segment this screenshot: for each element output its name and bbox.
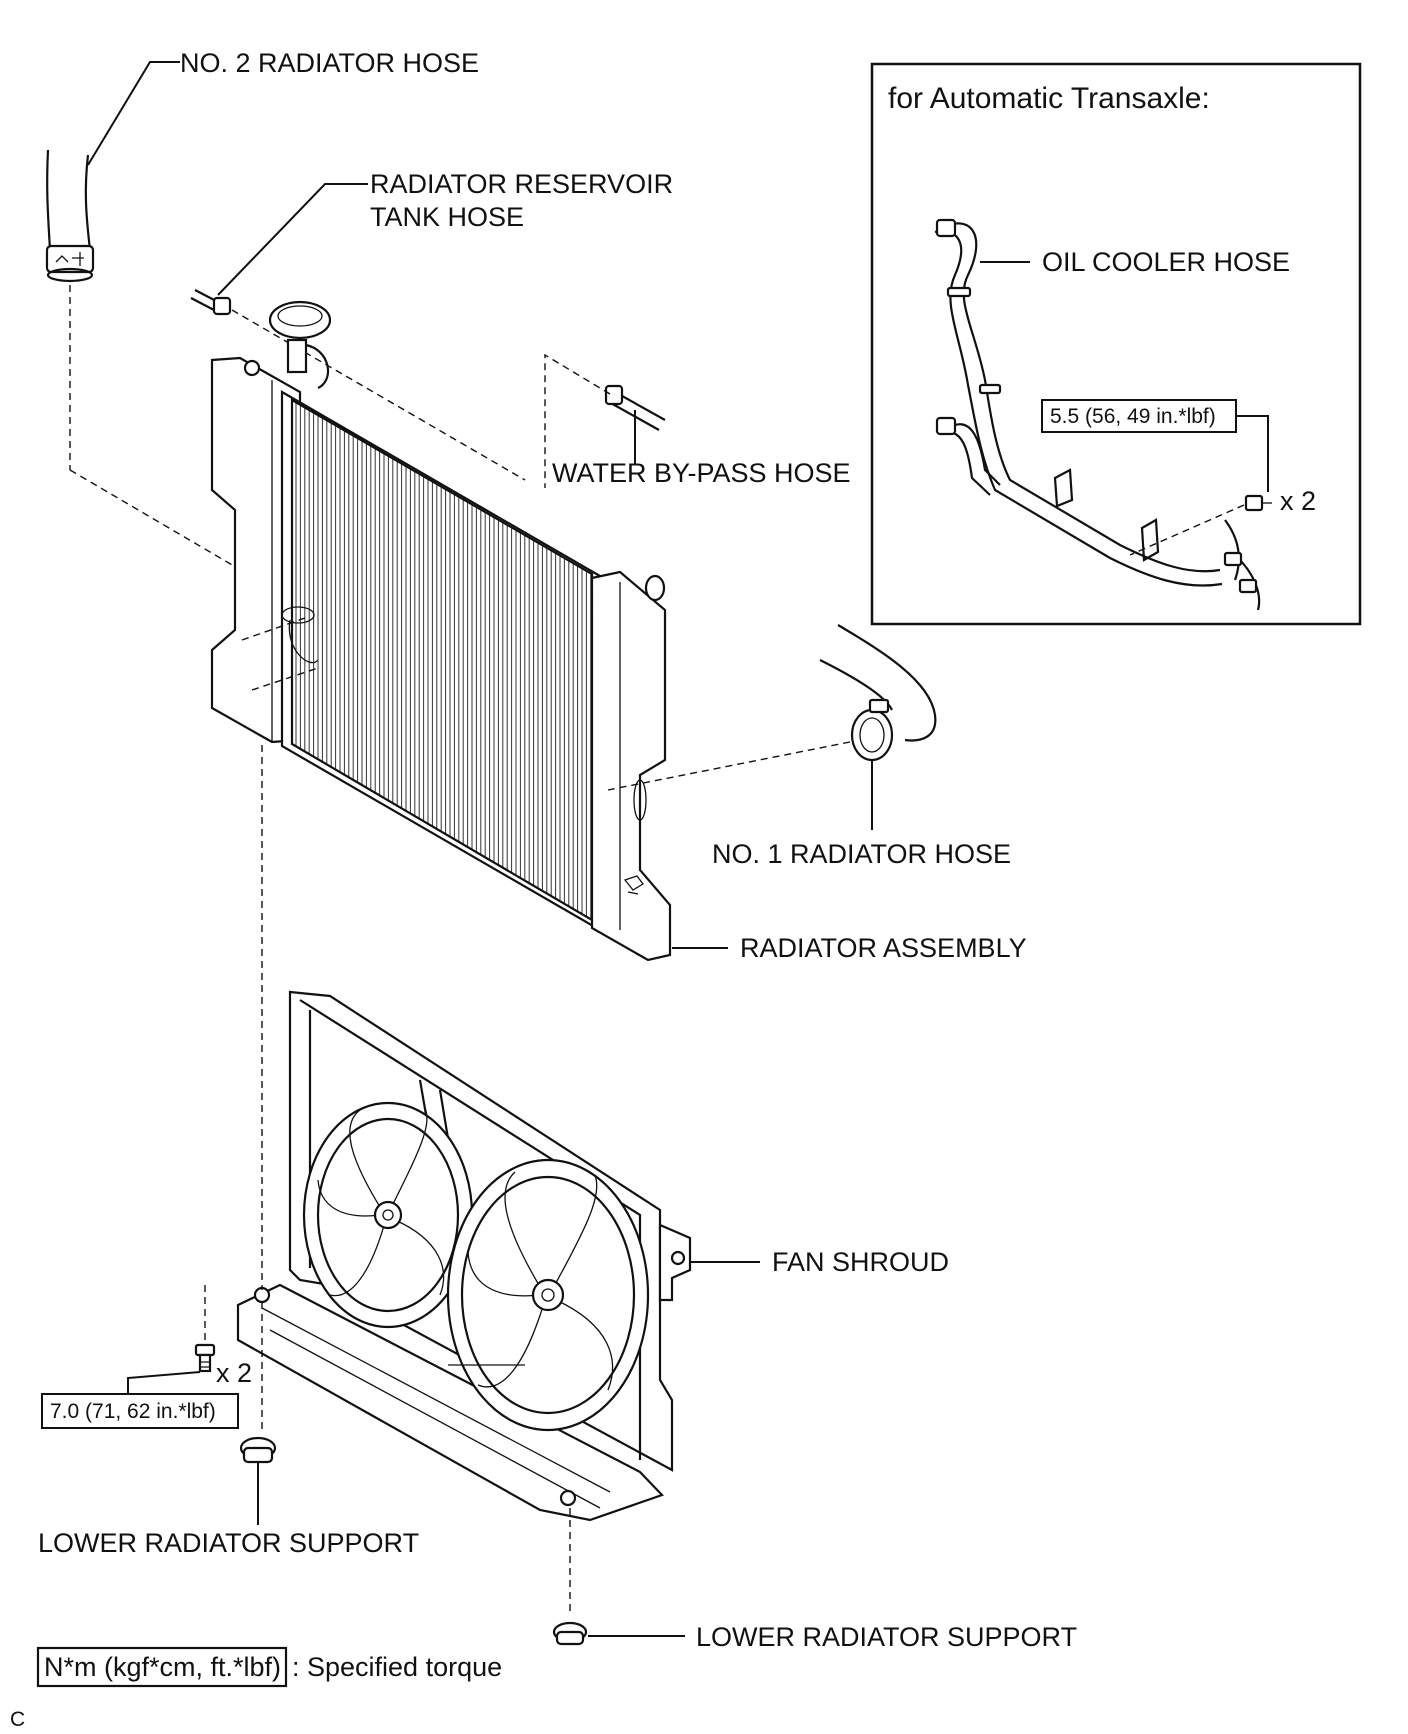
shroud-bolt xyxy=(194,1343,216,1373)
shroud-torque-value: 7.0 (71, 62 in.*lbf) xyxy=(50,1400,216,1423)
inset-title: for Automatic Transaxle: xyxy=(888,82,1210,115)
inset-quantity: x 2 xyxy=(1280,486,1316,516)
label-radiator-assembly: RADIATOR ASSEMBLY xyxy=(740,933,1027,963)
label-reservoir-hose-line2: TANK HOSE xyxy=(370,202,524,232)
label-reservoir-hose-line1: RADIATOR RESERVOIR xyxy=(370,169,673,199)
shroud-torque-box xyxy=(41,1393,239,1429)
label-no2-radiator-hose: NO. 2 RADIATOR HOSE xyxy=(180,48,479,78)
radiator-assembly xyxy=(210,300,672,962)
lower-radiator-support-left xyxy=(239,1436,277,1464)
lower-radiator-support-right xyxy=(552,1621,588,1646)
label-lower-radiator-support-right: LOWER RADIATOR SUPPORT xyxy=(696,1622,1077,1652)
legend-torque-box xyxy=(36,1646,288,1688)
inset-torque-value: 5.5 (56, 49 in.*lbf) xyxy=(1050,405,1216,428)
no1-radiator-hose xyxy=(819,624,937,762)
reservoir-tank-hose xyxy=(190,289,232,316)
no2-radiator-hose xyxy=(45,149,95,283)
legend-boxed-text: N*m (kgf*cm, ft.*lbf) xyxy=(44,1652,281,1682)
legend-description: : Specified torque xyxy=(292,1652,502,1682)
inset-torque-box xyxy=(1041,399,1237,433)
label-fan-shroud: FAN SHROUD xyxy=(772,1247,949,1277)
fan-shroud xyxy=(236,990,692,1522)
label-no1-radiator-hose: NO. 1 RADIATOR HOSE xyxy=(712,839,1011,869)
corner-mark: C xyxy=(10,1708,25,1731)
label-water-bypass-hose: WATER BY-PASS HOSE xyxy=(552,458,851,488)
label-oil-cooler-hose: OIL COOLER HOSE xyxy=(1042,247,1290,277)
label-lower-radiator-support-left: LOWER RADIATOR SUPPORT xyxy=(38,1528,419,1558)
shroud-bolt-quantity: x 2 xyxy=(216,1358,252,1388)
automatic-transaxle-inset: for Automatic Transaxle: xyxy=(870,62,1362,626)
